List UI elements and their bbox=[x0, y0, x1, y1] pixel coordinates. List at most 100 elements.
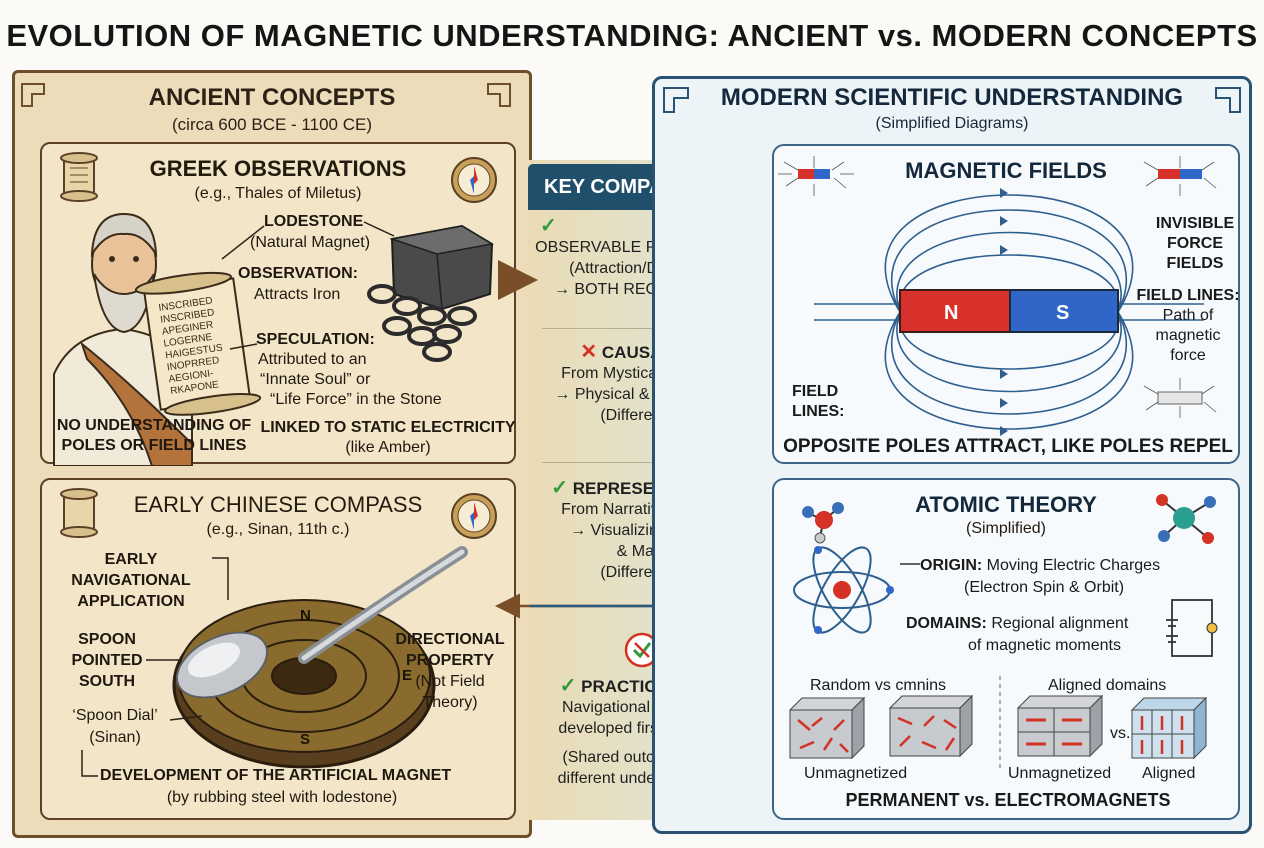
page-title: EVOLUTION OF MAGNETIC UNDERSTANDING: ANC… bbox=[6, 18, 1258, 53]
ancient-heading: ANCIENT CONCEPTS (circa 600 BCE - 1100 C… bbox=[12, 84, 532, 135]
speculation-line-1: Attributed to an bbox=[258, 351, 367, 368]
greek-observations-card: GREEK OBSERVATIONS (e.g., Thales of Mile… bbox=[40, 142, 516, 466]
domains-text: Regional alignment bbox=[991, 615, 1129, 632]
domains-sub: of magnetic moments bbox=[968, 637, 1121, 654]
directional-line-4: Theory) bbox=[422, 694, 478, 711]
early-nav-line-2: NAVIGATIONAL bbox=[71, 572, 191, 589]
directional-line-3: (Not Field bbox=[415, 673, 485, 690]
south-label: S bbox=[1056, 302, 1069, 324]
no-understanding-line-1: NO UNDERSTANDING OF bbox=[56, 417, 252, 434]
poles-rule: OPPOSITE POLES ATTRACT, LIKE POLES REPEL bbox=[783, 436, 1233, 457]
artificial-magnet-label: DEVELOPMENT OF THE ARTIFICIAL MAGNET bbox=[100, 767, 452, 784]
south-pole bbox=[1009, 289, 1119, 333]
directional-line-2: PROPERTY bbox=[405, 652, 494, 669]
invisible-line-3: FIELDS bbox=[1166, 255, 1224, 272]
greek-illustration: INSCRIBED INSCRIBED APEGINER LOGERNE HAI… bbox=[53, 152, 497, 466]
divider bbox=[542, 328, 742, 329]
aligned-domains-label: Aligned domains bbox=[1048, 677, 1167, 694]
modern-heading: MODERN SCIENTIFIC UNDERSTANDING (Simplif… bbox=[652, 84, 1252, 133]
lodestone-label: LODESTONE bbox=[264, 213, 364, 230]
unmagnetized-label-2: Unmagnetized bbox=[1008, 765, 1112, 782]
iron-filings-magnet-bottom-right bbox=[1143, 378, 1217, 418]
field-lines-left-2: LINES: bbox=[792, 403, 845, 420]
spoon-line-3: SOUTH bbox=[79, 673, 135, 690]
dial-north: N bbox=[300, 607, 311, 624]
ancient-period: (circa 600 BCE - 1100 CE) bbox=[172, 115, 372, 134]
invisible-line-2: FORCE bbox=[1167, 235, 1223, 252]
chinese-subtitle: (e.g., Sinan, 11th c.) bbox=[206, 521, 350, 538]
magnetic-fields-card: MAGNETIC FIELDS N S bbox=[772, 144, 1240, 464]
check-icon: ✓ bbox=[551, 477, 569, 499]
domains-label: DOMAINS: bbox=[906, 615, 987, 632]
spoon-dial-line-2: (Sinan) bbox=[89, 729, 141, 746]
scroll-icon bbox=[60, 488, 98, 538]
chinese-title: EARLY CHINESE COMPASS bbox=[133, 492, 423, 517]
field-lines-right-2: Path of bbox=[1162, 307, 1214, 324]
north-pole bbox=[899, 289, 1011, 333]
greek-subtitle: (e.g., Thales of Miletus) bbox=[194, 185, 362, 202]
aligned-domain-block-1 bbox=[1016, 694, 1104, 758]
inscribed-scroll: INSCRIBED INSCRIBED APEGINER LOGERNE HAI… bbox=[134, 271, 262, 416]
lodestone-sublabel: (Natural Magnet) bbox=[250, 234, 371, 251]
atomic-diagram bbox=[788, 494, 1218, 770]
observation-label: OBSERVATION: bbox=[238, 265, 359, 282]
modern-corner-ornaments bbox=[663, 87, 1241, 113]
atomic-subtitle: (Simplified) bbox=[965, 520, 1046, 537]
artificial-magnet-sublabel: (by rubbing steel with lodestone) bbox=[166, 789, 398, 806]
field-arrowheads bbox=[1000, 188, 1008, 436]
parchment-corner-ornaments bbox=[21, 83, 511, 107]
lodestone-spoon bbox=[175, 546, 468, 699]
random-domain-arrows bbox=[797, 715, 957, 753]
electromagnet-circuit-icon bbox=[1166, 599, 1213, 657]
aligned-domain-arrows-1 bbox=[1026, 718, 1082, 746]
iron-filings-magnet-top-right bbox=[1143, 156, 1217, 196]
cross-icon: ✕ bbox=[580, 341, 598, 363]
directional-line-1: DIRECTIONAL bbox=[395, 631, 505, 648]
observation-text: Attracts Iron bbox=[254, 286, 341, 303]
sinan-illustration: N S E W bbox=[60, 488, 497, 777]
molecule-icon-right bbox=[1156, 494, 1216, 544]
molecule-icon-left bbox=[802, 502, 844, 544]
field-lines bbox=[814, 194, 1204, 430]
static-electricity-sublabel: (like Amber) bbox=[345, 439, 431, 456]
spoon-line-2: POINTED bbox=[71, 652, 143, 669]
atomic-theory-card: ATOMIC THEORY (Simplified) bbox=[772, 478, 1240, 820]
early-nav-line-3: APPLICATION bbox=[77, 593, 185, 610]
random-domain-block-2 bbox=[888, 694, 974, 758]
atomic-title: ATOMIC THEORY bbox=[915, 492, 1097, 517]
field-lines-right-3: magnetic bbox=[1155, 327, 1221, 344]
aligned-label: Aligned bbox=[1142, 765, 1196, 782]
spoon-line-1: SPOON bbox=[78, 631, 136, 648]
lodestone-rock bbox=[389, 224, 495, 311]
aligned-domain-arrows-2 bbox=[1140, 716, 1184, 754]
random-domain-block-1 bbox=[788, 696, 866, 760]
divider bbox=[542, 462, 742, 463]
fields-title: MAGNETIC FIELDS bbox=[905, 158, 1107, 183]
no-understanding-line-2: POLES OR FIELD LINES bbox=[61, 437, 247, 454]
origin-text: Moving Electric Charges bbox=[986, 557, 1161, 574]
origin-sub: (Electron Spin & Orbit) bbox=[964, 579, 1125, 596]
electron bbox=[886, 586, 894, 594]
field-lines-diagram: N S bbox=[778, 156, 1217, 436]
electron bbox=[814, 626, 822, 634]
origin-label: ORIGIN: bbox=[920, 557, 983, 574]
static-electricity-label: LINKED TO STATIC ELECTRICITY bbox=[260, 419, 516, 436]
field-lines-left-1: FIELD bbox=[792, 383, 839, 400]
field-lines-right-4: force bbox=[1170, 347, 1206, 364]
dial-east: E bbox=[402, 667, 412, 684]
speculation-line-2: “Innate Soul” or bbox=[260, 371, 371, 388]
random-domains-label: Random vs cmnins bbox=[810, 677, 947, 694]
dial-south: S bbox=[300, 731, 310, 748]
compass-icon bbox=[451, 493, 497, 539]
check-icon: ✓ bbox=[540, 215, 557, 237]
iron-filings-magnet-top-left bbox=[778, 156, 854, 196]
chinese-compass-card: EARLY CHINESE COMPASS (e.g., Sinan, 11th… bbox=[40, 478, 516, 820]
compass-icon bbox=[451, 157, 497, 203]
north-label: N bbox=[944, 302, 958, 324]
check-icon: ✓ bbox=[559, 675, 577, 697]
iron-rings bbox=[367, 284, 477, 362]
permanent-vs-electromagnets: PERMANENT vs. ELECTROMAGNETS bbox=[845, 790, 1171, 810]
domains-line: DOMAINS: Regional alignment bbox=[906, 614, 1128, 634]
nucleus bbox=[833, 581, 851, 599]
unmagnetized-label-1: Unmagnetized bbox=[804, 765, 908, 782]
